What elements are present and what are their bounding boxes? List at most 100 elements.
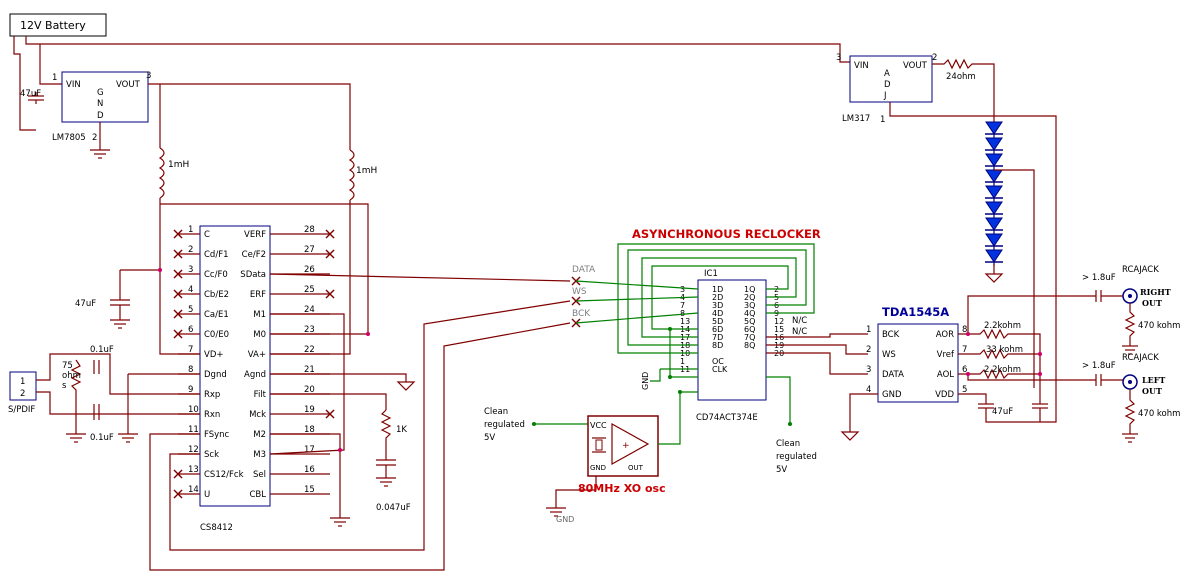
- cs8412-name: CS8412: [200, 523, 233, 533]
- ic1-pin-label-left: 5D: [712, 317, 723, 326]
- tda1545a-chip: TDA1545A: [877, 305, 959, 403]
- tda-pin-num-left: 2: [866, 345, 871, 355]
- cs8412-pin-label-left: Rxn: [204, 410, 220, 420]
- led-diode: [985, 185, 1003, 202]
- tda-r3-label: 2.2kohm: [984, 365, 1021, 375]
- lm317-pin1: 1: [880, 115, 885, 125]
- clean5v-right-line1: Clean: [776, 439, 800, 449]
- lm317-pin3: 3: [836, 53, 841, 63]
- cs8412-pin-num-left: 7: [188, 345, 193, 355]
- tda-pin-label-right: AOL: [937, 370, 954, 380]
- lm7805-pin1: 1: [52, 73, 57, 83]
- cs8412-pin-num-left: 8: [188, 365, 193, 375]
- lm7805-regulator: VIN VOUT G N D 1 3 2 LM7805 47uF: [20, 44, 351, 159]
- cs8412-pin-label-right: ERF: [250, 290, 266, 300]
- cs-vd-cap-label: 47uF: [75, 299, 96, 309]
- osc-vcc: VCC: [590, 421, 607, 430]
- ic1-nc1: N/C: [792, 316, 807, 326]
- cs8412-pin-num-right: 25: [304, 285, 315, 295]
- cs8412-pin-label-right: M1: [253, 310, 266, 320]
- lm317-j: J: [883, 91, 887, 101]
- ic1-pin-label-right: 2Q: [744, 293, 755, 302]
- ic1-pin-label-left: OC: [712, 357, 724, 366]
- lm317-d: D: [884, 80, 891, 90]
- cs8412-pin-label-right: Agnd: [244, 370, 266, 380]
- cs8412-pin-label-right: M2: [253, 430, 266, 440]
- cs8412-pin-label-right: M3: [253, 450, 266, 460]
- ic1-pin-label-left: 7D: [712, 333, 723, 342]
- out-jack-r-label: RCAJACK: [1122, 265, 1159, 275]
- tda-output-network: 2.2kohm 33 kohm 2.2kohm 47uF: [840, 295, 1096, 441]
- cs8412-pin-num-right: 18: [304, 425, 315, 435]
- cs8412-pin-num-right: 17: [304, 445, 315, 455]
- lm7805-pin2: 2: [92, 133, 97, 143]
- tda-pin-num-left: 1: [866, 325, 871, 335]
- tda-pin-label-right: AOR: [936, 330, 954, 340]
- ic1-pin-label-left: 2D: [712, 293, 723, 302]
- cs8412-pin-num-right: 26: [304, 265, 315, 275]
- lm7805-vin: VIN: [66, 80, 81, 90]
- tda-pin-num-right: 6: [962, 365, 967, 375]
- tda-pin-label-left: GND: [882, 390, 902, 400]
- tda-pin-num-right: 7: [962, 345, 967, 355]
- lm7805-name: LM7805: [52, 133, 86, 143]
- svg-text:+: +: [622, 441, 630, 451]
- cs-filt-network: 1K 0.047uF: [270, 393, 411, 513]
- inductor-1-label: 1mH: [168, 160, 189, 170]
- lm7805-n: N: [97, 99, 103, 109]
- clean5v-right-line3: 5V: [776, 465, 787, 475]
- signal-bck-label: BCK: [572, 309, 591, 319]
- led-diode: [985, 153, 1003, 170]
- tda-pin-num-right: 5: [962, 385, 967, 395]
- ic1-pin-label-right: 7Q: [744, 333, 755, 342]
- signal-labels: DATA WS BCK: [572, 265, 596, 319]
- tda-pin-num-right: 8: [962, 325, 967, 335]
- out-left-1: LEFT: [1142, 375, 1165, 385]
- cs8412-pin-num-right: 24: [304, 305, 315, 315]
- tda-name: TDA1545A: [882, 305, 949, 319]
- cs8412-pin-label-left: CS12/Fck: [204, 470, 244, 480]
- ic1-pin-label-left: 4D: [712, 309, 723, 318]
- lm7805-g: G: [97, 88, 104, 98]
- clean-5v-left: Clean regulated 5V: [484, 407, 588, 443]
- battery-label: 12V Battery: [20, 19, 86, 32]
- cs8412-pin-num-right: 23: [304, 325, 315, 335]
- cs8412-pin-label-right: Mck: [249, 410, 266, 420]
- spdif-name: S/PDIF: [8, 405, 35, 415]
- out-right-1: RIGHT: [1140, 287, 1171, 297]
- reclocker-title: ASYNCHRONOUS RECLOCKER: [632, 227, 821, 241]
- lm317-vin: VIN: [854, 61, 869, 71]
- clean5v-left-line1: Clean: [484, 407, 508, 417]
- cs8412-pin-label-left: Cc/F0: [204, 270, 228, 280]
- lm7805-pin3: 3: [146, 71, 151, 81]
- ic1-pin-label-right: 4Q: [744, 309, 755, 318]
- led-diode: [985, 233, 1003, 250]
- reclocker-feedback: GND: [575, 243, 815, 426]
- ic1-gnd-label: GND: [641, 372, 650, 390]
- junctions: [158, 268, 1042, 452]
- ic1-pin-label-right: 3Q: [744, 301, 755, 310]
- inductor-2-label: 1mH: [356, 166, 377, 176]
- cs8412-pin-label-right: VA+: [248, 350, 266, 360]
- cs8412-pin-label-left: C: [204, 230, 210, 240]
- spdif-cap2-label: 0.1uF: [90, 433, 114, 443]
- tda-pin-label-right: Vref: [937, 350, 955, 360]
- tda-pin-num-left: 3: [866, 365, 871, 375]
- inductor-2: 1mH: [270, 149, 377, 355]
- lm7805-d: D: [97, 111, 104, 121]
- out-right-2: OUT: [1142, 298, 1162, 308]
- ic1-pin-num-right: 15: [774, 325, 784, 334]
- cs8412-pin-label-right: M0: [253, 330, 266, 340]
- out-left-2: OUT: [1142, 386, 1162, 396]
- right-output: > 1.8uF RCAJACK RIGHT OUT 470 kohm: [1082, 265, 1180, 355]
- led-diode: [985, 137, 1003, 154]
- cs8412-pin-num-right: 19: [304, 405, 315, 415]
- out-res-r-label: 470 kohm: [1138, 321, 1180, 331]
- cs8412-pin-num-left: 9: [188, 385, 193, 395]
- led-diode: [985, 201, 1003, 218]
- cs8412-pin-num-right: 27: [304, 245, 315, 255]
- lm317-name: LM317: [842, 114, 870, 124]
- osc-name: 80MHz XO osc: [578, 482, 666, 495]
- spdif-input: 1 2 S/PDIF 75 ohm s 0.1uF 0.1uF: [8, 345, 200, 443]
